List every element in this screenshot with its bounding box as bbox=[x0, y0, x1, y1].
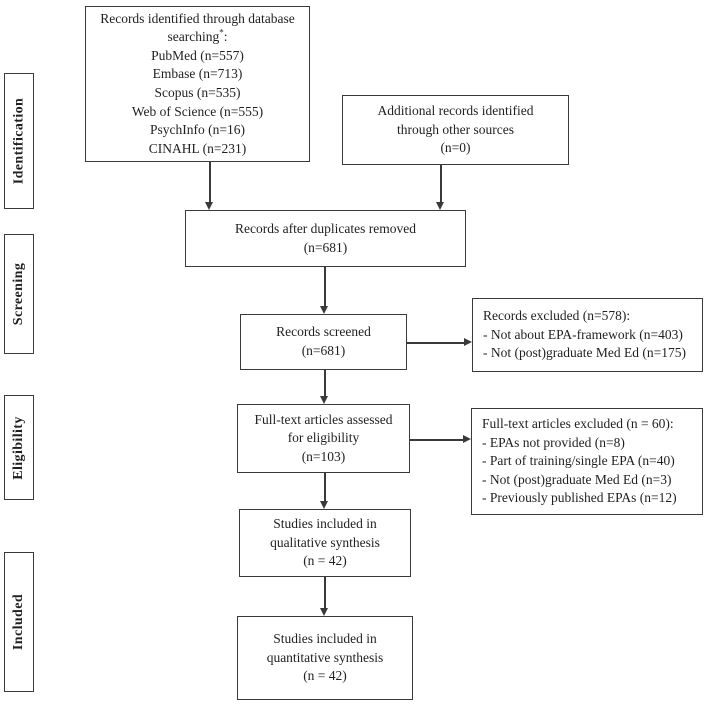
arrow-screened-to-excluded bbox=[407, 338, 472, 346]
exclusion-reason: - Part of training/single EPA (n=40) bbox=[482, 453, 675, 469]
source-count-cinahl: CINAHL (n=231) bbox=[148, 140, 247, 156]
stage-box-included: Included bbox=[4, 552, 34, 692]
exclusion-reason: - EPAs not provided (n=8) bbox=[482, 434, 625, 450]
exclusion-reason: - Not (post)graduate Med Ed (n=175) bbox=[483, 345, 686, 361]
box-text-line: for eligibility bbox=[287, 430, 360, 446]
source-count-embase: Embase (n=713) bbox=[152, 66, 243, 82]
arrow-database-to-duplicates bbox=[205, 162, 213, 210]
box-after-duplicates: Records after duplicates removed (n=681) bbox=[185, 210, 466, 267]
box-text-line: Studies included in bbox=[273, 516, 377, 532]
source-count-scopus: Scopus (n=535) bbox=[154, 85, 241, 100]
box-text-line: (n=103) bbox=[301, 448, 346, 464]
box-text-line: Studies included in bbox=[273, 631, 377, 647]
exclusion-reason: - Not about EPA-framework (n=403) bbox=[483, 326, 683, 342]
box-text-line: Full-text articles excluded (n = 60): bbox=[482, 416, 674, 432]
box-text-line: Records excluded (n=578): bbox=[483, 308, 631, 324]
stage-box-screening: Screening bbox=[4, 234, 34, 354]
box-other-sources: Additional records identified through ot… bbox=[342, 95, 569, 165]
box-text-line: (n = 42) bbox=[303, 553, 347, 569]
box-database-search: Records identified through database sear… bbox=[85, 6, 310, 162]
box-text-line: (n=681) bbox=[301, 343, 346, 358]
box-text-line: (n = 42) bbox=[303, 668, 347, 684]
box-text-line: Full-text articles assessed bbox=[254, 411, 393, 427]
box-text-line: searching*: bbox=[168, 28, 228, 47]
stage-box-identification: Identification bbox=[4, 73, 34, 209]
arrow-duplicates-to-screened bbox=[320, 267, 328, 314]
source-count-web-of-science: Web of Science (n=555) bbox=[131, 103, 264, 119]
searching-colon: : bbox=[223, 29, 228, 45]
arrow-qualitative-to-quantitative bbox=[320, 577, 328, 616]
box-quantitative-synthesis: Studies included in quantitative synthes… bbox=[237, 616, 413, 700]
box-fulltext-assessed: Full-text articles assessed for eligibil… bbox=[237, 404, 410, 473]
box-records-screened: Records screened (n=681) bbox=[240, 314, 407, 370]
exclusion-reason: - Not (post)graduate Med Ed (n=3) bbox=[482, 471, 672, 487]
source-count-psychinfo: PsychInfo (n=16) bbox=[150, 122, 245, 138]
stage-label-screening: Screening bbox=[11, 262, 27, 326]
stage-label-identification: Identification bbox=[11, 97, 26, 185]
arrow-fulltext-to-excluded bbox=[410, 435, 471, 443]
box-text-line: qualitative synthesis bbox=[270, 534, 380, 550]
box-text-line: through other sources bbox=[397, 121, 514, 137]
source-count-pubmed: PubMed (n=557) bbox=[151, 47, 244, 63]
box-text-line: (n=681) bbox=[303, 239, 348, 255]
stage-label-included: Included bbox=[11, 593, 26, 651]
box-text-line: (n=0) bbox=[440, 140, 471, 156]
arrow-fulltext-to-qualitative bbox=[320, 473, 328, 509]
box-text-line: Records screened bbox=[276, 324, 371, 340]
box-text-line: Records identified through database bbox=[100, 10, 295, 26]
arrow-other-sources-to-duplicates bbox=[436, 165, 444, 210]
footnote-asterisk: * bbox=[219, 27, 224, 38]
stage-box-eligibility: Eligibility bbox=[4, 395, 34, 500]
stage-label-eligibility: Eligibility bbox=[11, 415, 26, 480]
box-text-line: Records after duplicates removed bbox=[234, 220, 417, 236]
arrow-screened-to-fulltext bbox=[320, 370, 328, 404]
searching-word: searching bbox=[167, 29, 220, 45]
box-records-excluded: Records excluded (n=578): - Not about EP… bbox=[472, 298, 703, 372]
box-text-line: Additional records identified bbox=[377, 103, 534, 119]
box-qualitative-synthesis: Studies included in qualitative synthesi… bbox=[239, 509, 411, 577]
exclusion-reason: - Previously published EPAs (n=12) bbox=[482, 490, 677, 506]
box-text-line: quantitative synthesis bbox=[266, 649, 384, 665]
box-fulltext-excluded: Full-text articles excluded (n = 60): - … bbox=[471, 408, 703, 515]
